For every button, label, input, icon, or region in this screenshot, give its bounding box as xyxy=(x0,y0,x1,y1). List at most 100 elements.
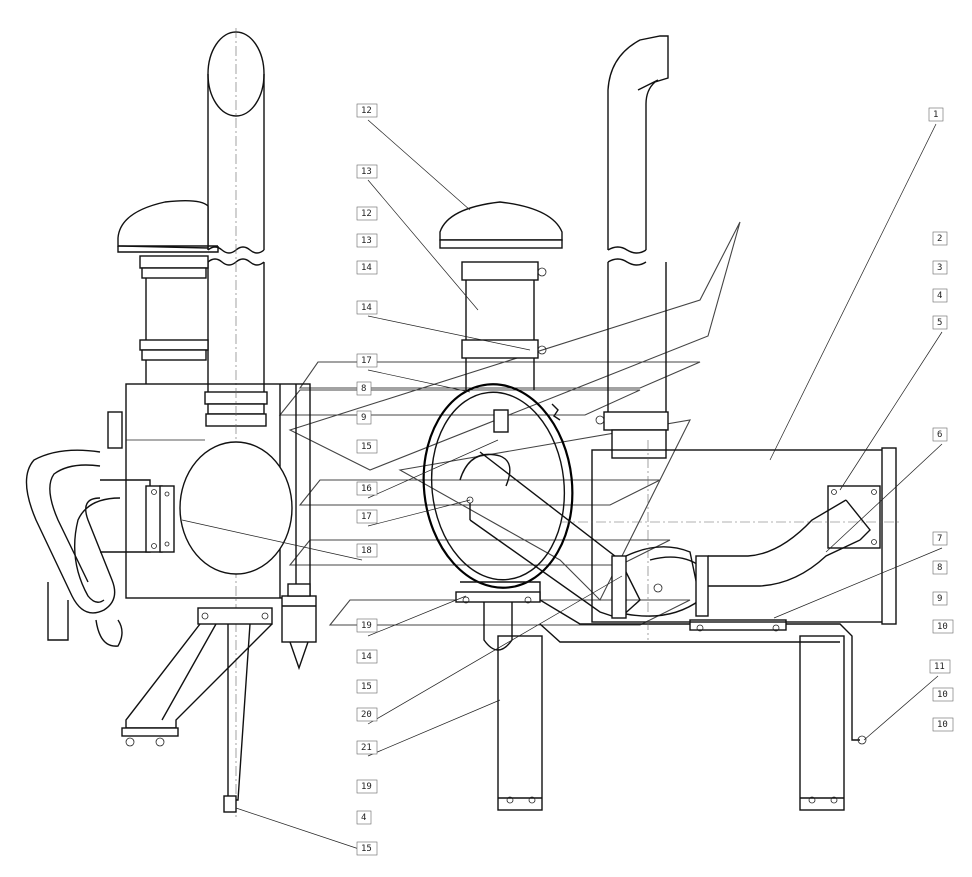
callout-number: 14 xyxy=(361,652,372,662)
callout-box xyxy=(356,649,378,664)
callout-number: 19 xyxy=(361,782,372,792)
callout-box xyxy=(356,233,378,248)
callout-12: 18 xyxy=(356,543,378,558)
dust-cup-left xyxy=(281,583,317,671)
callout-number: 13 xyxy=(361,236,372,246)
callout-27: 7 xyxy=(932,531,948,546)
callout-box xyxy=(356,260,378,275)
callout-box xyxy=(932,560,948,575)
air-cleaner-body-right xyxy=(422,383,574,589)
callout-number: 18 xyxy=(361,546,372,556)
callout-15: 15 xyxy=(356,679,378,694)
callout-box xyxy=(932,315,948,330)
callout-29: 9 xyxy=(932,591,948,606)
callout-23: 3 xyxy=(932,260,948,275)
callout-2: 12 xyxy=(356,206,378,221)
callout-5: 14 xyxy=(356,300,378,315)
callout-box xyxy=(356,679,378,694)
callout-18: 19 xyxy=(356,779,378,794)
callout-33: 10 xyxy=(932,717,954,732)
muffler-right xyxy=(560,440,900,640)
right-view xyxy=(422,35,900,811)
callout-labels: 1213121314141789151617181914152021194151… xyxy=(356,103,954,856)
callout-box xyxy=(932,427,948,442)
callout-number: 13 xyxy=(361,167,372,177)
rain-cap-right xyxy=(439,201,563,390)
callout-number: 10 xyxy=(937,690,948,700)
support-frame xyxy=(455,581,867,811)
callout-number: 16 xyxy=(361,484,372,494)
callout-number: 5 xyxy=(937,318,942,328)
callout-number: 10 xyxy=(937,622,948,632)
callout-number: 21 xyxy=(361,743,372,753)
callout-box xyxy=(932,260,948,275)
callout-14: 14 xyxy=(356,649,378,664)
callout-box xyxy=(932,619,954,634)
exhaust-stack-left xyxy=(204,28,268,820)
housing-left xyxy=(107,383,311,599)
callout-box xyxy=(932,717,954,732)
callout-box xyxy=(356,103,378,118)
callout-box xyxy=(356,841,378,856)
callout-number: 14 xyxy=(361,303,372,313)
callout-box xyxy=(356,300,378,315)
callout-box xyxy=(356,618,378,633)
callout-number: 11 xyxy=(934,662,945,672)
callout-1: 13 xyxy=(356,164,378,179)
callout-number: 8 xyxy=(361,384,366,394)
callout-10: 16 xyxy=(356,481,378,496)
callout-box xyxy=(356,509,378,524)
callout-number: 4 xyxy=(937,291,942,301)
callout-13: 19 xyxy=(356,618,378,633)
callout-32: 10 xyxy=(932,687,954,702)
callout-number: 15 xyxy=(361,844,372,854)
callout-number: 9 xyxy=(361,413,366,423)
callout-number: 20 xyxy=(361,710,372,720)
callout-box xyxy=(356,353,378,368)
callout-11: 17 xyxy=(356,509,378,524)
callout-31: 11 xyxy=(929,659,951,674)
callout-box xyxy=(356,481,378,496)
callout-box xyxy=(932,591,948,606)
callout-number: 14 xyxy=(361,263,372,273)
callout-26: 6 xyxy=(932,427,948,442)
callout-box xyxy=(356,543,378,558)
callout-25: 5 xyxy=(932,315,948,330)
callout-box xyxy=(932,231,948,246)
callout-7: 8 xyxy=(356,381,372,396)
intake-elbow-left xyxy=(25,449,175,647)
callout-number: 19 xyxy=(361,621,372,631)
callout-box xyxy=(356,410,372,425)
callout-number: 17 xyxy=(361,512,372,522)
callout-3: 13 xyxy=(356,233,378,248)
callout-number: 15 xyxy=(361,442,372,452)
callout-30: 10 xyxy=(932,619,954,634)
callout-9: 15 xyxy=(356,439,378,454)
callout-number: 8 xyxy=(937,563,942,573)
callout-box xyxy=(928,107,944,122)
callout-0: 12 xyxy=(356,103,378,118)
callout-box xyxy=(932,288,948,303)
callout-22: 2 xyxy=(932,231,948,246)
callout-box xyxy=(356,779,378,794)
callout-box xyxy=(356,810,372,825)
callout-28: 8 xyxy=(932,560,948,575)
callout-box xyxy=(356,439,378,454)
callout-number: 7 xyxy=(937,534,942,544)
mount-bracket-left xyxy=(121,607,273,813)
cleaner-cover-left xyxy=(179,441,293,575)
left-view xyxy=(25,28,317,820)
air-cleaner-left xyxy=(117,199,219,384)
callout-box xyxy=(356,740,378,755)
callout-box xyxy=(356,707,378,722)
exhaust-stack-right xyxy=(595,35,669,459)
callout-box xyxy=(932,531,948,546)
callout-number: 4 xyxy=(361,813,366,823)
callout-6: 17 xyxy=(356,353,378,368)
callout-number: 3 xyxy=(937,263,942,273)
callout-number: 12 xyxy=(361,106,372,116)
callout-21: 1 xyxy=(928,107,944,122)
callout-16: 20 xyxy=(356,707,378,722)
